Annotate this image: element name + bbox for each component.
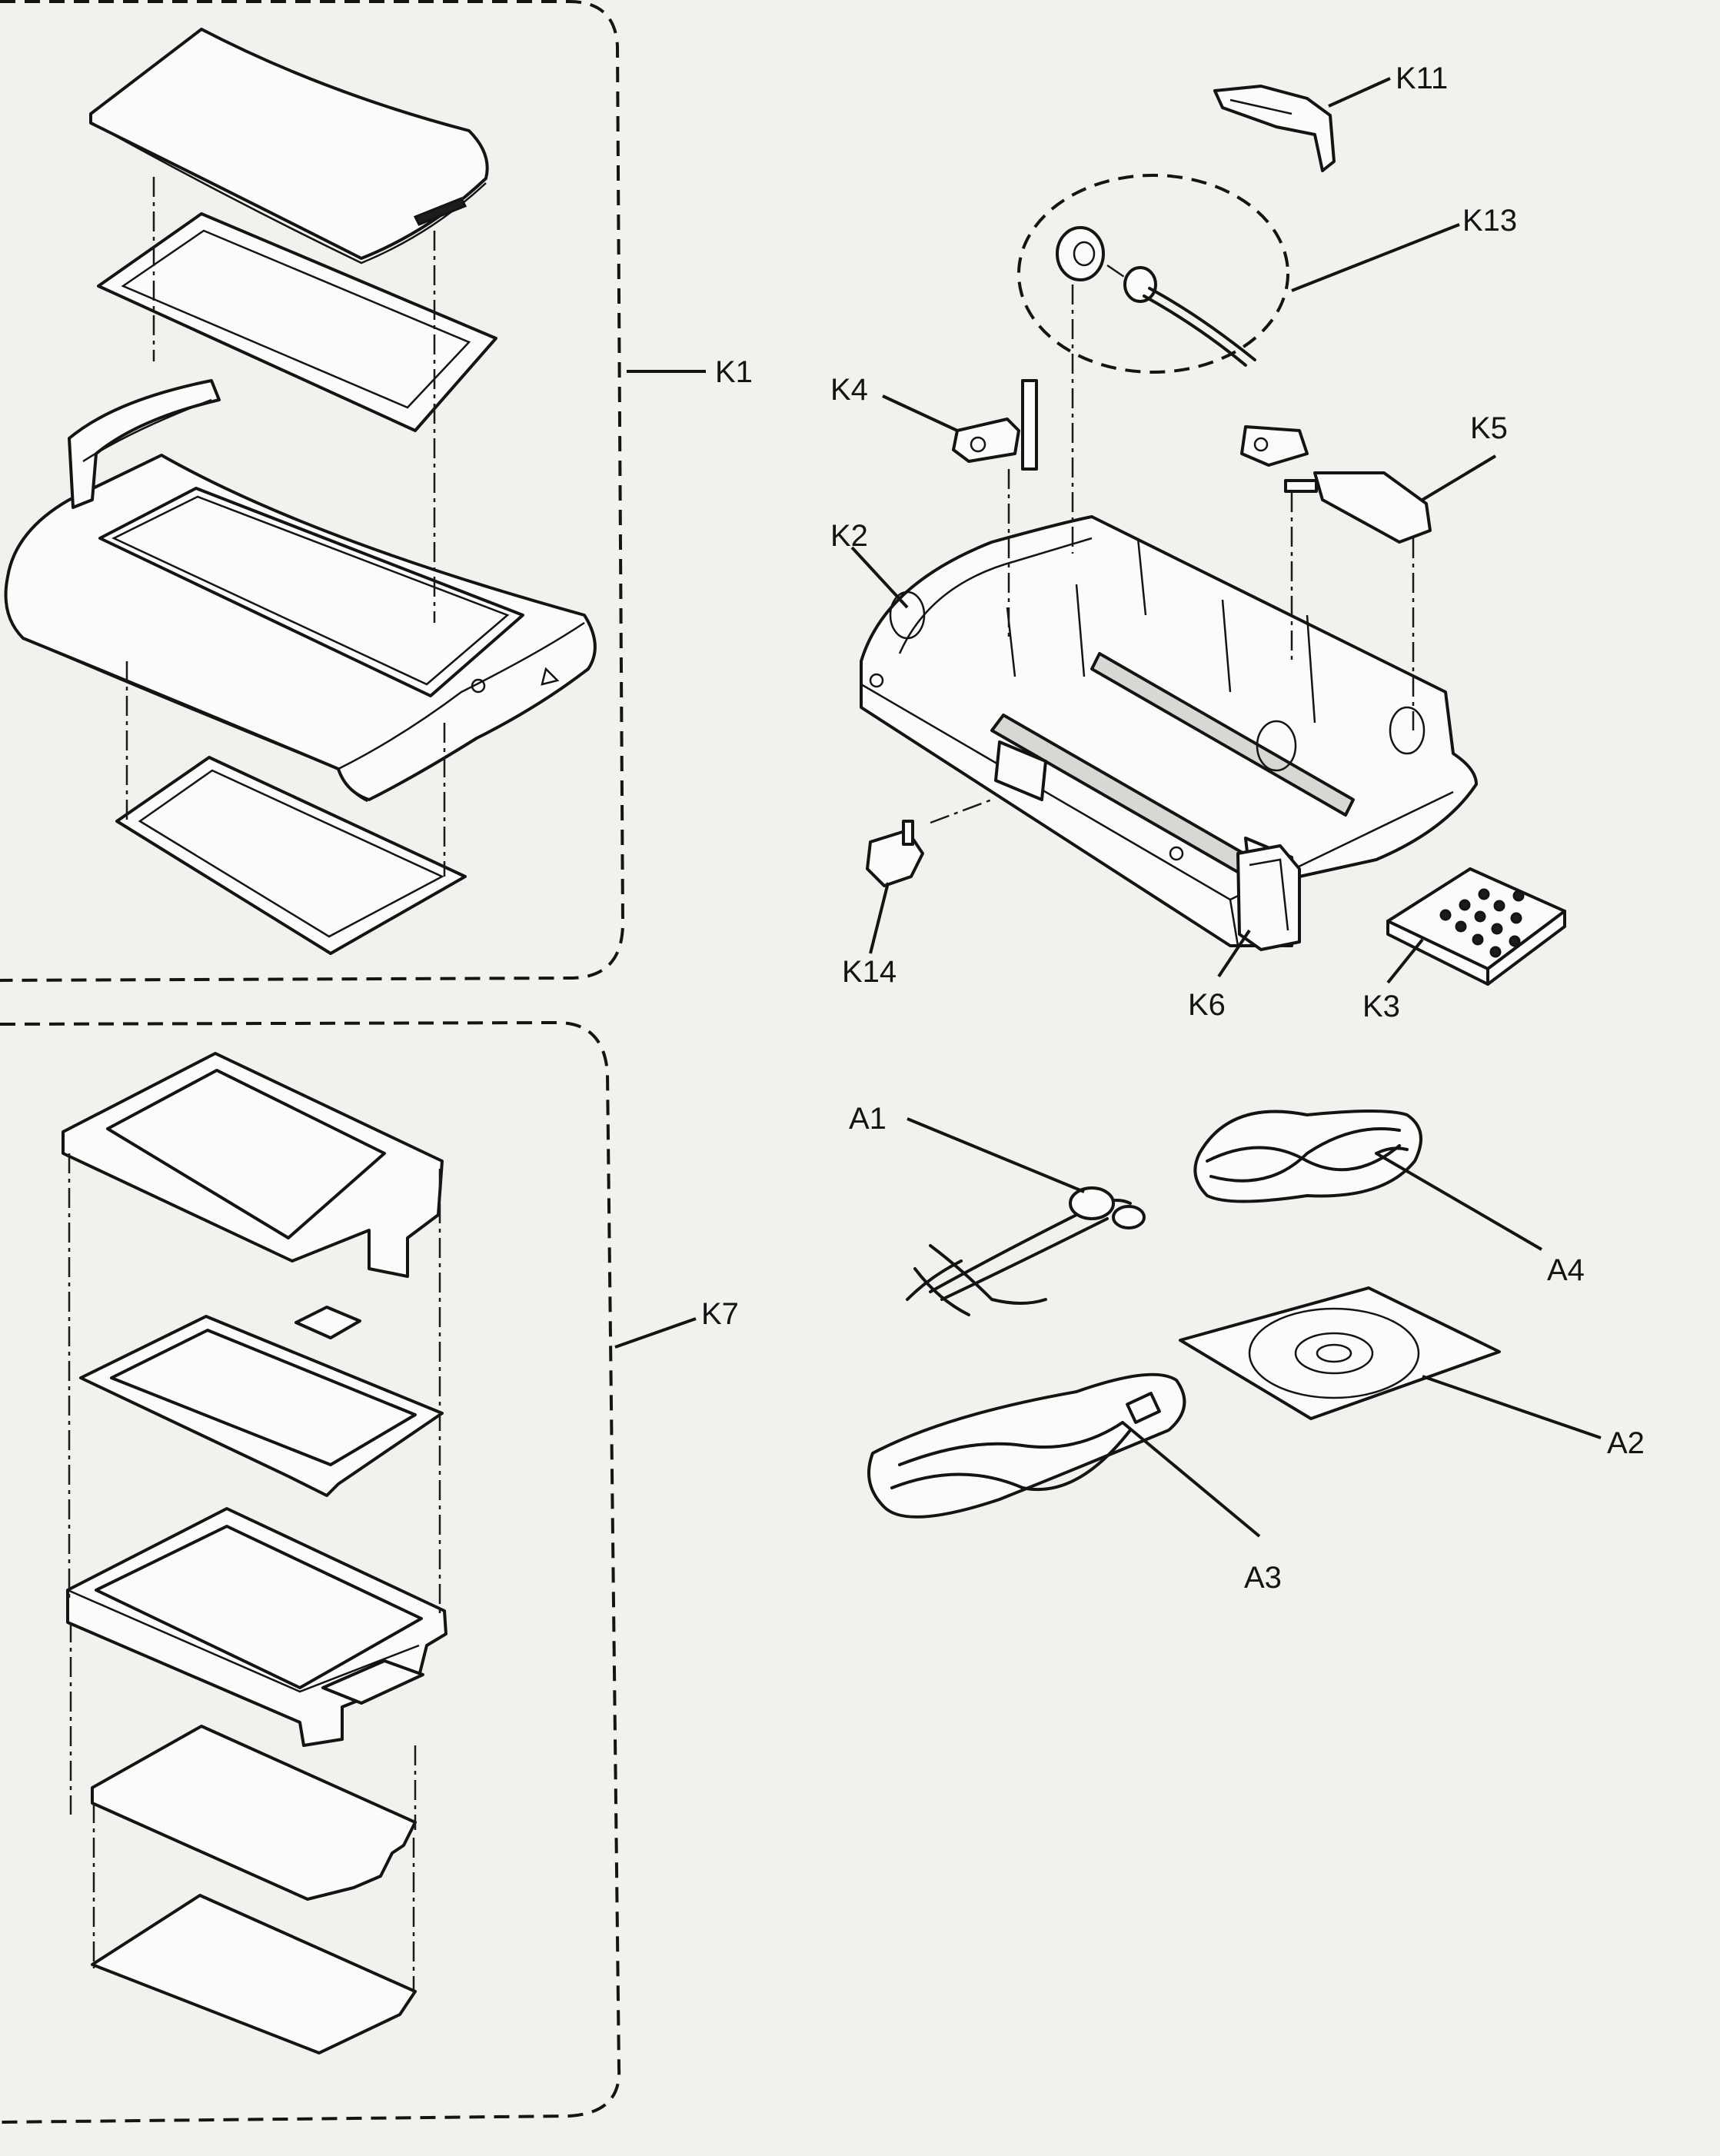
k3-speaker-grille: K3 xyxy=(1362,867,1566,1023)
k1-assembly-group: K1 xyxy=(0,0,753,982)
label-k14: K14 xyxy=(842,955,897,989)
a2-software-cd: A2 xyxy=(1179,1286,1645,1460)
label-k1: K1 xyxy=(715,355,753,389)
label-a4: A4 xyxy=(1547,1253,1585,1287)
label-a2: A2 xyxy=(1607,1426,1645,1460)
a1-hand-strap: A1 xyxy=(849,1102,1146,1316)
label-a3: A3 xyxy=(1244,1561,1282,1595)
a4-coiled-cable: A4 xyxy=(1193,1110,1585,1287)
label-k4: K4 xyxy=(830,373,868,407)
k7-plate-upper xyxy=(91,1725,417,1901)
k4-latch: K4 xyxy=(830,373,1038,471)
label-k3: K3 xyxy=(1362,990,1400,1023)
k7-assembly-group: K7 xyxy=(0,1020,739,2124)
label-k2: K2 xyxy=(830,519,868,553)
k14-hinge-clip: K14 xyxy=(842,820,924,989)
label-k7: K7 xyxy=(701,1297,739,1331)
k5-bracket: K5 xyxy=(1240,411,1508,544)
k13-core-and-cable: K13 xyxy=(1017,174,1517,374)
k7-group-boundary xyxy=(0,1020,621,2124)
k6-door: K6 xyxy=(1188,844,1301,1022)
label-k11: K11 xyxy=(1396,62,1448,95)
k11-clip: K11 xyxy=(1213,62,1448,172)
a3-usb-cable: A3 xyxy=(867,1372,1282,1595)
k2-chassis: K2 xyxy=(830,515,1478,947)
k1-top-cover xyxy=(89,28,489,260)
label-k6: K6 xyxy=(1188,988,1226,1022)
k7-plate-lower xyxy=(91,1894,417,2055)
label-k13: K13 xyxy=(1462,204,1517,238)
label-a1: A1 xyxy=(849,1102,887,1136)
label-k5: K5 xyxy=(1470,411,1508,445)
k1-lid-handle xyxy=(68,379,221,509)
k1-gasket xyxy=(115,756,467,955)
k1-group-boundary xyxy=(0,0,625,982)
k1-window-pane xyxy=(97,212,497,432)
